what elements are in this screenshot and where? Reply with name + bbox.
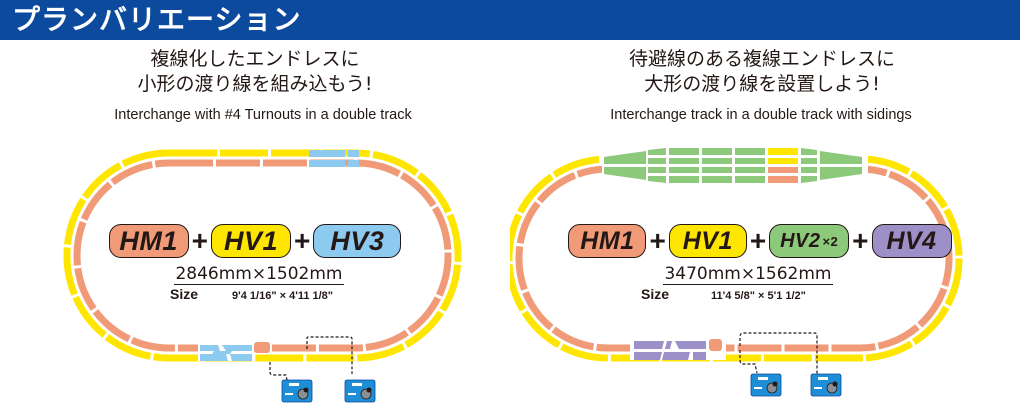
plus-sign: + xyxy=(649,225,666,256)
outer-loop-track xyxy=(510,155,963,362)
plan-title-jp-line1: 複線化したエンドレスに xyxy=(150,48,360,70)
badge-label: HM1 xyxy=(580,226,635,255)
bottom-crossover-hv4 xyxy=(630,339,726,360)
badge-hv4: HV4 xyxy=(871,224,952,258)
plan-double-track-small-crossover: 複線化したエンドレスに 小形の渡り線を組み込もう! Interchange wi… xyxy=(0,40,510,407)
plan-double-track-sidings-large-crossover: 待避線のある複線エンドレスに 大形の渡り線を設置しよう! Interchange… xyxy=(510,40,1020,407)
track-layout-diagram xyxy=(510,144,963,397)
track-set-badges: HM1 + HV1 + HV2×2 + HV4 xyxy=(505,224,1015,258)
badge-label: HV4 xyxy=(886,226,937,255)
plus-sign: + xyxy=(191,225,208,256)
size-metric-value: 3470mm×1562mm xyxy=(663,264,833,285)
badge-hm1: HM1 xyxy=(568,224,647,258)
badge-label: HV2 xyxy=(780,229,821,252)
size-imperial-row: Size 9'4 1/16" × 4'11 1/8" xyxy=(170,286,333,302)
size-metric-value: 2846mm×1502mm xyxy=(174,264,344,285)
badge-label: HV1 xyxy=(223,225,279,256)
size-label: Size xyxy=(641,286,670,302)
badge-hm1: HM1 xyxy=(108,224,189,258)
plan-title-en: Interchange with #4 Turnouts in a double… xyxy=(114,107,412,123)
header-bar: プランバリエーション xyxy=(0,0,1020,40)
track-set-badges: HM1 + HV1 + HV3 xyxy=(0,224,510,258)
controller-wires xyxy=(269,336,353,381)
turnout-controller-1-icon xyxy=(750,373,782,397)
badge-label: HM1 xyxy=(119,225,178,256)
size-imperial-value: 11'4 5/8" × 5'1 1/2" xyxy=(711,290,806,302)
badge-label: HV1 xyxy=(682,226,733,255)
turnout-controller-2-icon xyxy=(810,373,842,397)
page-title: プランバリエーション xyxy=(12,3,302,36)
plan-title-jp-line1: 待避線のある複線エンドレスに xyxy=(628,48,895,70)
siding-yard-hv2 xyxy=(602,144,868,183)
track-layout-diagram xyxy=(63,149,462,403)
badge-multiplier: ×2 xyxy=(822,233,839,249)
turnout-controller-1-icon xyxy=(281,379,313,403)
controller-wires xyxy=(739,332,818,375)
size-metric: 3470mm×1562mm xyxy=(493,264,1003,285)
badge-hv1: HV1 xyxy=(211,224,291,258)
top-blue-straight-segments xyxy=(309,150,359,167)
plan-title-jp-line2: 大形の渡り線を設置しよう! xyxy=(644,73,880,95)
size-imperial-row: Size 11'4 5/8" × 5'1 1/2" xyxy=(641,286,806,302)
turnout-controller-2-icon xyxy=(344,379,376,403)
plan-title-jp-line2: 小形の渡り線を組み込もう! xyxy=(137,73,373,95)
plus-sign: + xyxy=(749,225,767,256)
badge-hv1: HV1 xyxy=(668,224,747,258)
size-metric: 2846mm×1502mm xyxy=(4,264,514,285)
badge-hv3: HV3 xyxy=(313,224,402,258)
plan-title-en: Interchange track in a double track with… xyxy=(610,107,912,123)
size-imperial-value: 9'4 1/16" × 4'11 1/8" xyxy=(232,290,334,302)
size-label: Size xyxy=(170,286,199,302)
plus-sign: + xyxy=(852,225,869,256)
badge-label: HV3 xyxy=(330,225,385,256)
badge-hv2: HV2×2 xyxy=(769,224,850,258)
plus-sign: + xyxy=(294,225,311,256)
bottom-crossover-hv3 xyxy=(198,342,270,361)
